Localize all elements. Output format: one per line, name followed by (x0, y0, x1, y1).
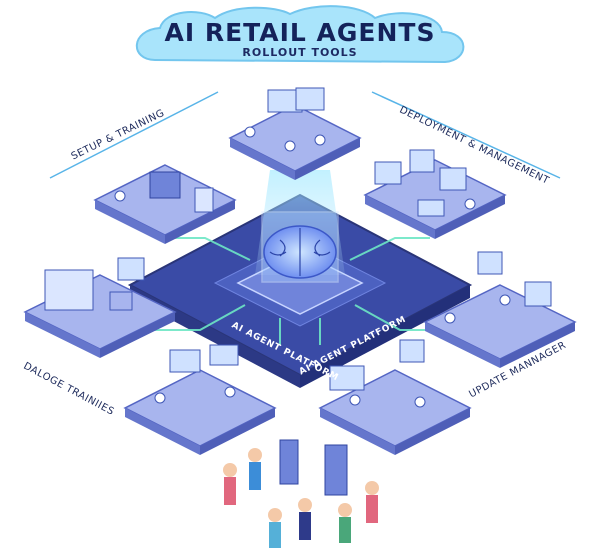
tile-top-station (228, 87, 362, 180)
title-cloud (135, 5, 465, 64)
page-subtitle: ROLLOUT TOOLS (242, 46, 358, 59)
tile-dialogue-trainees (23, 257, 177, 358)
section-divider-lines (49, 91, 561, 179)
customer-crowd (223, 439, 379, 548)
brain-icon (263, 225, 337, 279)
tile-deployment (363, 149, 507, 239)
tile-update-manager (423, 251, 577, 368)
tile-lower-left (123, 344, 277, 455)
tile-lower-right (318, 339, 472, 455)
tile-setup-training (93, 164, 237, 244)
page-title: AI RETAIL AGENTS (164, 18, 436, 47)
